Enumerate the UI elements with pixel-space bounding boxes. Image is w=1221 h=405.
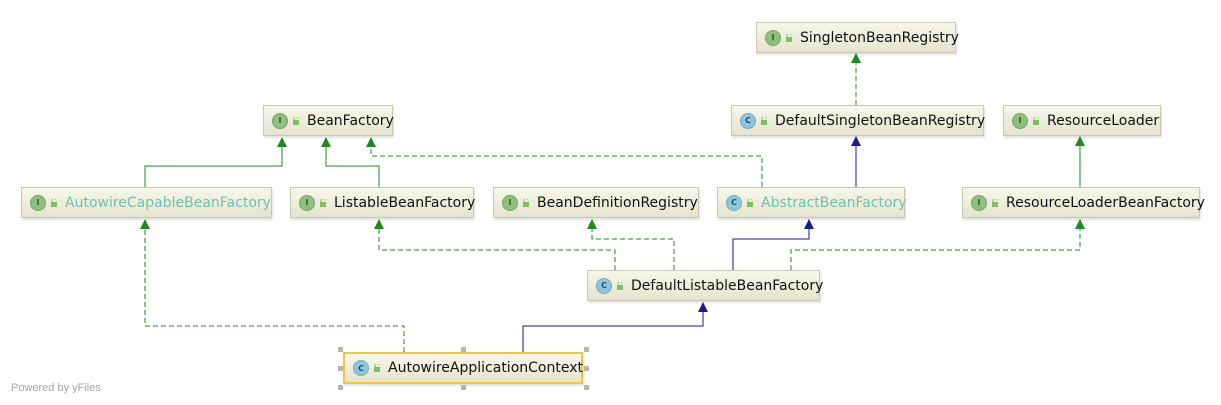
class-badge-icon: C: [726, 194, 742, 211]
selection-handle[interactable]: [461, 347, 466, 352]
node-resource-loader-bean-factory[interactable]: I ResourceLoaderBeanFactory: [962, 187, 1205, 218]
node-label: ResourceLoader: [1047, 112, 1160, 129]
public-lock-icon: [785, 33, 793, 42]
edge-abstractbeanfactory-to-beanfactory: [366, 137, 763, 187]
node-default-listable-bean-factory[interactable]: C DefaultListableBeanFactory: [587, 270, 824, 301]
interface-badge-icon: I: [272, 112, 288, 129]
interface-badge-icon: I: [30, 194, 46, 211]
class-badge-icon: C: [596, 277, 612, 294]
interface-badge-icon: I: [971, 194, 987, 211]
class-badge-icon: C: [353, 360, 369, 376]
edge-defaultlistable-to-resourceloaderbf: [790, 219, 1085, 270]
selection-handle[interactable]: [584, 366, 589, 371]
edge-defaultlistable-to-beandefinitionregistry: [587, 219, 675, 270]
node-resource-loader[interactable]: I ResourceLoader: [1003, 105, 1161, 136]
public-lock-icon: [319, 198, 327, 207]
node-label: DefaultListableBeanFactory: [631, 277, 824, 294]
node-default-singleton-bean-registry[interactable]: C DefaultSingletonBeanRegistry: [731, 105, 986, 136]
public-lock-icon: [292, 116, 300, 125]
edge-autowirecapable-to-beanfactory: [144, 137, 287, 187]
selection-handle[interactable]: [584, 347, 589, 352]
interface-badge-icon: I: [502, 194, 518, 211]
node-bean-definition-registry[interactable]: I BeanDefinitionRegistry: [493, 187, 699, 218]
public-lock-icon: [991, 198, 999, 207]
edge-defaultlistable-to-abstractbeanfactory: [732, 219, 814, 270]
node-listable-bean-factory[interactable]: I ListableBeanFactory: [290, 187, 476, 218]
node-label: BeanDefinitionRegistry: [537, 194, 698, 211]
powered-by-footer: Powered by yFiles: [11, 382, 101, 394]
selection-handle[interactable]: [461, 385, 466, 390]
node-abstract-bean-factory[interactable]: C AbstractBeanFactory: [717, 187, 907, 218]
public-lock-icon: [616, 281, 624, 290]
edge-autowireappctx-to-autowirecapable: [140, 219, 405, 352]
selection-handle[interactable]: [338, 385, 343, 390]
node-bean-factory[interactable]: I BeanFactory: [263, 105, 394, 136]
node-autowire-capable-bean-factory[interactable]: I AutowireCapableBeanFactory: [21, 187, 272, 218]
selection-handle[interactable]: [584, 385, 589, 390]
public-lock-icon: [522, 198, 530, 207]
node-singleton-bean-registry[interactable]: I SingletonBeanRegistry: [756, 22, 959, 53]
edge-autowireappctx-to-defaultlistable: [522, 302, 708, 352]
selection-handle[interactable]: [338, 347, 343, 352]
node-label: SingletonBeanRegistry: [800, 29, 959, 46]
node-label: ResourceLoaderBeanFactory: [1006, 194, 1205, 211]
interface-badge-icon: I: [299, 194, 315, 211]
selection-handle[interactable]: [338, 366, 343, 371]
public-lock-icon: [50, 198, 58, 207]
node-label: AbstractBeanFactory: [761, 194, 907, 211]
interface-badge-icon: I: [1012, 112, 1028, 129]
class-badge-icon: C: [740, 112, 756, 129]
public-lock-icon: [746, 198, 754, 207]
public-lock-icon: [760, 116, 768, 125]
node-label: AutowireCapableBeanFactory: [65, 194, 271, 211]
edge-listable-to-beanfactory: [321, 137, 380, 187]
interface-badge-icon: I: [765, 29, 781, 46]
edge-defaultlistable-to-listable: [374, 219, 616, 270]
node-autowire-application-context[interactable]: C AutowireApplicationContext: [343, 352, 583, 384]
node-label: BeanFactory: [307, 112, 394, 129]
public-lock-icon: [373, 364, 381, 372]
node-label: DefaultSingletonBeanRegistry: [775, 112, 986, 129]
node-label: ListableBeanFactory: [334, 194, 476, 211]
public-lock-icon: [1032, 116, 1040, 125]
node-label: AutowireApplicationContext: [388, 360, 583, 376]
